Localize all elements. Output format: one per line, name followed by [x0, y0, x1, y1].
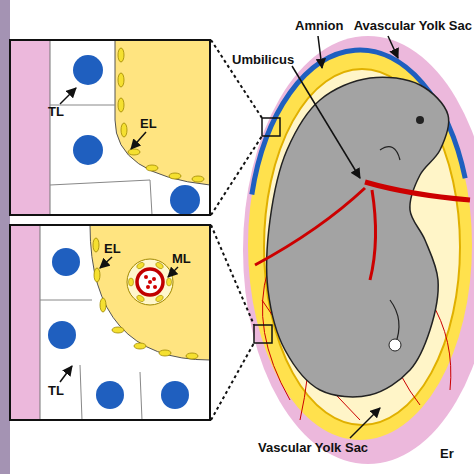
zoom-square [254, 325, 272, 343]
endoderm-cell [146, 165, 158, 171]
mesoderm-ring [137, 269, 163, 295]
decidua-region [10, 225, 40, 420]
leader-arrow [388, 36, 398, 58]
leader-arrow [350, 408, 380, 438]
embryo [267, 77, 449, 397]
endoderm-cell [118, 48, 124, 62]
cell-nucleus [161, 381, 189, 409]
inset-frame [10, 225, 210, 420]
cell-nucleus [73, 135, 103, 165]
cell-nucleus [48, 321, 76, 349]
decidua [243, 36, 474, 464]
part-label: Amnion [295, 18, 343, 33]
inset-ground [10, 40, 210, 215]
endoderm-cell [118, 98, 124, 112]
endoderm-cell [159, 350, 171, 356]
part-label: Vascular Yolk Sac [258, 440, 368, 455]
embryo-limb [389, 339, 401, 351]
bottom-inset [10, 225, 210, 420]
endoderm-cell [128, 149, 140, 155]
inset-frame [10, 40, 210, 215]
embryo-eye [416, 116, 424, 124]
vitelline-artery [255, 188, 365, 265]
blood-cell [146, 285, 150, 289]
part-label: TL [48, 383, 64, 398]
endoderm-cell [169, 173, 181, 179]
endoderm-cell [100, 298, 106, 312]
cell-wall [50, 180, 150, 185]
zoom-square [262, 118, 280, 136]
cell-border [50, 40, 51, 215]
embryo-detail [380, 147, 400, 160]
cell-nucleus [170, 185, 200, 215]
endoderm-cell [186, 353, 198, 359]
leader-arrow [60, 88, 76, 104]
endoderm-cell [121, 123, 127, 137]
cell-wall [80, 365, 82, 420]
leader-arrow [100, 257, 112, 268]
amnion [264, 69, 460, 425]
zoom-guide [211, 343, 254, 420]
endothelial-cell [136, 261, 145, 269]
endothelial-cell [155, 261, 164, 269]
part-label: EL [140, 116, 157, 131]
cell-wall [140, 372, 142, 420]
embryo-limb [390, 300, 399, 345]
leader-arrow [168, 267, 178, 277]
endoderm-cell [134, 343, 146, 349]
photo-strip [0, 0, 10, 474]
endothelial-cell [155, 294, 164, 302]
leader-arrow [318, 36, 322, 68]
blood-cell [152, 277, 156, 281]
blood-cell [153, 285, 157, 289]
part-label: Er [440, 446, 454, 461]
inset-ground [10, 225, 210, 420]
top-inset [10, 40, 210, 215]
cell-nucleus [96, 381, 124, 409]
leader-arrow [60, 366, 72, 382]
endothelial-cell [136, 294, 145, 302]
endoderm-cell [94, 268, 100, 282]
part-label: TL [48, 104, 64, 119]
cell-nucleus [73, 55, 103, 85]
endothelial-cell [167, 278, 172, 286]
endoderm-cell [118, 73, 124, 87]
part-label: Umbilicus [232, 52, 294, 67]
yolk-sac [248, 50, 472, 440]
endoderm-cell [192, 176, 204, 182]
yolk-region [90, 225, 210, 360]
cell-wall [150, 180, 152, 215]
cell-wall [40, 300, 92, 301]
zoom-guide [211, 40, 262, 118]
part-label: Avascular Yolk Sac [354, 18, 472, 33]
leader-arrow [131, 132, 146, 149]
umbilical-vessel [365, 182, 470, 200]
cell-border [40, 225, 41, 420]
cell-nucleus [52, 248, 80, 276]
endoderm-cell [93, 238, 99, 252]
endothelial-cell [129, 278, 134, 286]
part-label: EL [104, 241, 121, 256]
part-label: ML [172, 251, 191, 266]
endoderm-cell [112, 327, 124, 333]
conceptus [243, 36, 474, 464]
blood-cell [144, 275, 148, 279]
yolk-region [115, 40, 210, 185]
vessel-wall [127, 259, 173, 305]
zoom-guide [211, 136, 262, 215]
decidua-region [10, 40, 50, 215]
zoom-guide [211, 225, 254, 325]
blood-cell [148, 280, 152, 284]
vitelline-artery [370, 190, 376, 280]
leader-arrow [292, 66, 360, 178]
